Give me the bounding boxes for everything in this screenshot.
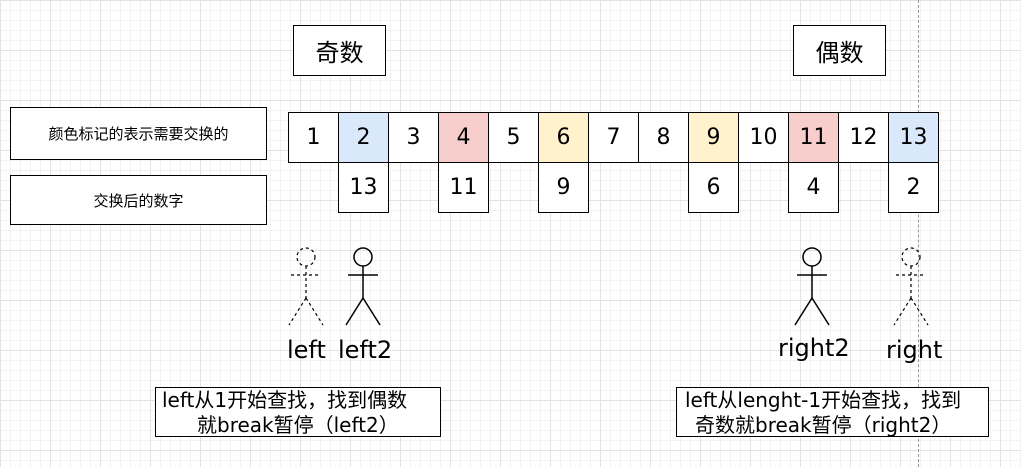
even-heading: 偶数 (793, 25, 886, 76)
array-cell: 5 (488, 112, 539, 163)
swapped-cell: 13 (338, 162, 389, 213)
array-cell: 6 (538, 112, 589, 163)
array-cell: 2 (338, 112, 389, 163)
array-cell: 13 (888, 112, 939, 163)
legend-swapped: 交换后的数字 (10, 175, 267, 225)
array-cell: 10 (738, 112, 789, 163)
left-label: left (287, 336, 326, 364)
array-cell: 4 (438, 112, 489, 163)
left-search-note: left从1开始查找，找到偶数 就break暂停（left2） (155, 387, 441, 437)
right-search-note: left从lenght-1开始查找，找到 奇数就break暂停（right2） (676, 387, 989, 437)
swapped-cell: 2 (888, 162, 939, 213)
swapped-cell: 6 (688, 162, 739, 213)
dashed-guide-line (918, 0, 919, 467)
array-cell: 3 (388, 112, 439, 163)
array-cell: 1 (288, 112, 339, 163)
right2-pointer-figure (794, 247, 830, 326)
swapped-cell: 11 (438, 162, 489, 213)
left-note-line1: left从1开始查找，找到偶数 (162, 388, 408, 412)
swapped-cell: 4 (788, 162, 839, 213)
array-cell: 11 (788, 112, 839, 163)
array-cell: 12 (838, 112, 889, 163)
array-cell: 7 (588, 112, 639, 163)
right-label: right (886, 336, 943, 364)
odd-heading: 奇数 (293, 25, 386, 76)
left2-label: left2 (338, 336, 393, 364)
swapped-cell: 9 (538, 162, 589, 213)
left2-pointer-figure (345, 247, 381, 326)
right-pointer-figure (893, 247, 929, 326)
left-note-line2: 就break暂停（left2） (197, 413, 399, 437)
right-note-line1: left从lenght-1开始查找，找到 (685, 388, 962, 412)
array-cell: 8 (638, 112, 689, 163)
left-pointer-figure (288, 247, 324, 326)
right2-label: right2 (778, 334, 850, 362)
right-note-line2: 奇数就break暂停（right2） (695, 413, 952, 437)
array-cell: 9 (688, 112, 739, 163)
legend-marked: 颜色标记的表示需要交换的 (10, 107, 267, 160)
